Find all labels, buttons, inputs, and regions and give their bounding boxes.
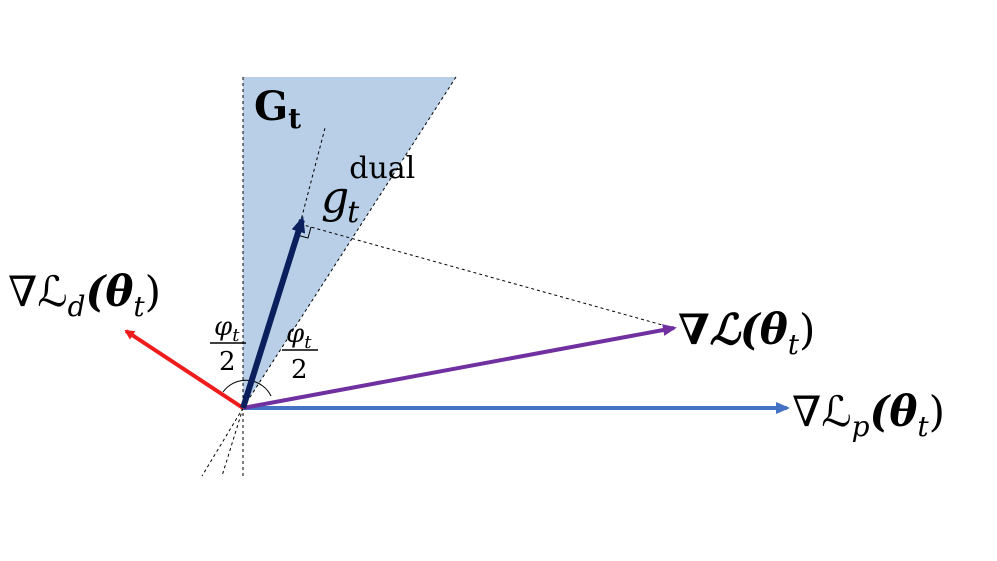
angle-arc xyxy=(222,379,272,397)
svg-text:2: 2 xyxy=(219,347,236,377)
projection-line xyxy=(299,223,667,327)
phi-fraction-right: φt 2 xyxy=(282,319,318,385)
right-angle-marker xyxy=(296,226,312,239)
grad-arrow xyxy=(242,324,677,410)
grad-d-extension xyxy=(201,407,244,477)
grad-p-label: ∇ℒp(θt) xyxy=(792,387,945,443)
cone-label: Gt xyxy=(254,83,301,135)
cone-right-extension xyxy=(221,407,244,477)
svg-text:φt: φt xyxy=(286,319,312,353)
grad-label: ∇ℒ(θt) xyxy=(678,305,815,361)
g-dual-axis-extension xyxy=(299,127,326,225)
grad-d-label: ∇ℒd(θt) xyxy=(8,267,161,323)
g-dual-arrow xyxy=(240,216,306,409)
grad-d-arrow xyxy=(124,329,245,410)
g-dual-label: gtdual xyxy=(321,151,415,230)
svg-text:2: 2 xyxy=(291,355,308,385)
phi-fraction-left: φt 2 xyxy=(210,312,246,377)
svg-text:φt: φt xyxy=(214,312,240,346)
